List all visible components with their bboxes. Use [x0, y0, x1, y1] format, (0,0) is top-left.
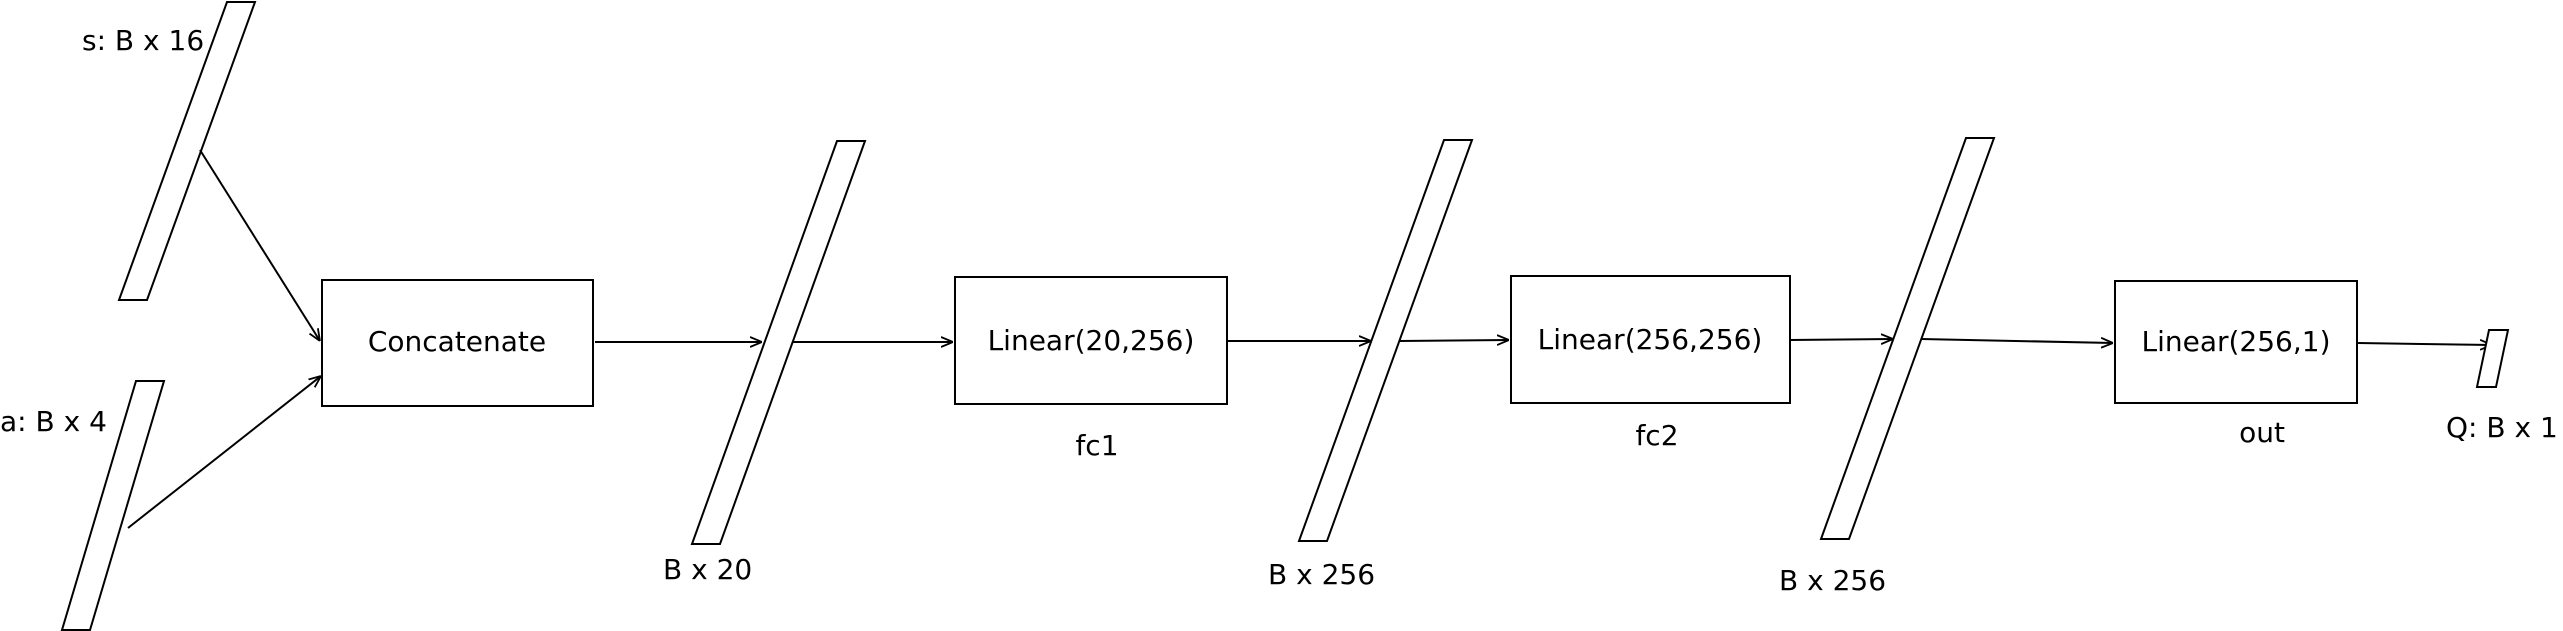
- fc1-block: [954, 276, 1228, 405]
- fc1-name: fc1: [1075, 429, 1118, 462]
- out-block: [2114, 280, 2358, 404]
- fc2-block: [1510, 275, 1791, 404]
- action-tensor: [60, 380, 166, 631]
- state-tensor-label: s: B x 16: [82, 24, 204, 57]
- b256-tensor-2: [1819, 137, 1996, 540]
- q-tensor-label: Q: B x 1: [2446, 411, 2558, 444]
- edge-b256a-to-fc2: [1398, 340, 1509, 341]
- edge-fc2-to-b256b: [1789, 339, 1893, 340]
- state-tensor: [117, 1, 257, 301]
- q-tensor: [2475, 329, 2510, 388]
- action-tensor-label: a: B x 4: [0, 405, 107, 438]
- concatenate-block-label: Concatenate: [368, 325, 546, 358]
- out-block-label: Linear(256,1): [2141, 325, 2330, 358]
- fc2-name: fc2: [1635, 419, 1678, 452]
- b20-tensor: [690, 140, 867, 545]
- fc2-block-label: Linear(256,256): [1538, 323, 1763, 356]
- concatenate-block: [321, 279, 594, 407]
- b256-tensor-1: [1297, 139, 1474, 542]
- b256-tensor-1-label: B x 256: [1268, 558, 1375, 591]
- fc1-block-label: Linear(20,256): [988, 324, 1195, 357]
- edge-state-to-concat: [199, 149, 320, 341]
- edge-action-to-concat: [127, 376, 321, 529]
- b20-tensor-label: B x 20: [663, 553, 752, 586]
- edge-out-to-q: [2357, 343, 2492, 345]
- out-name: out: [2239, 416, 2285, 449]
- b256-tensor-2-label: B x 256: [1779, 564, 1886, 597]
- edge-b256b-to-out: [1920, 339, 2113, 343]
